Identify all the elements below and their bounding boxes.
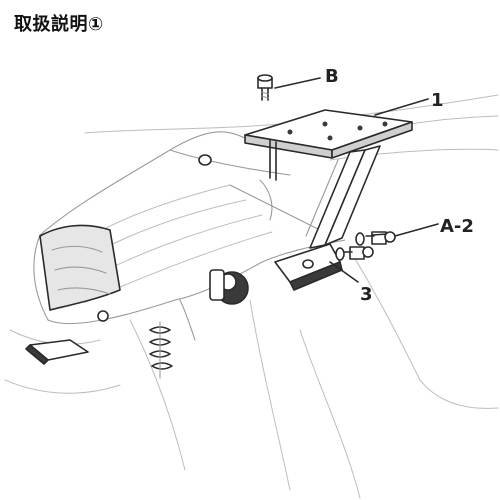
tail-section [39, 154, 212, 322]
coil-spring [149, 321, 173, 379]
page-title: 取扱説明① [14, 14, 104, 35]
callout-b: B [325, 66, 339, 87]
callout-part-1: 1 [431, 90, 444, 111]
callout-part-3: 3 [360, 284, 373, 305]
turn-signal [25, 339, 89, 365]
bolt-a2-lower-icon [335, 246, 374, 261]
callout-a2: A-2 [440, 216, 474, 237]
bolt-b-icon [257, 74, 273, 101]
bolt-a2-upper-icon [355, 231, 396, 246]
carrier-rack [244, 109, 413, 291]
rear-bumper-knob [209, 269, 249, 305]
